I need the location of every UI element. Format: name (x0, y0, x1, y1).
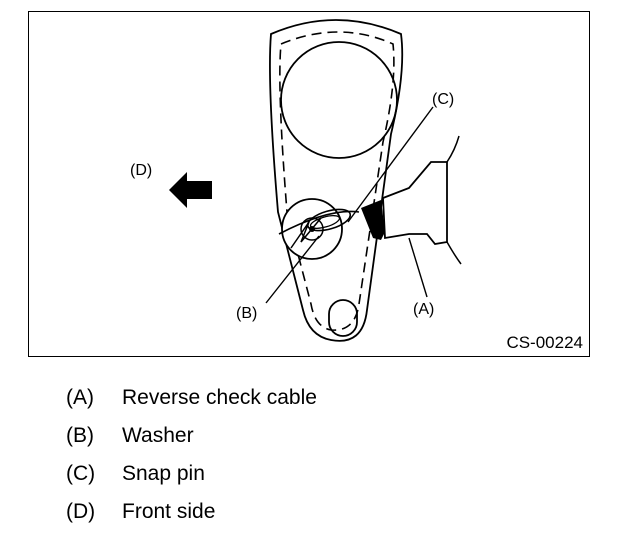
callout-c: (C) (432, 91, 455, 108)
diagram-frame: (C) (D) (B) (A) CS-00224 (28, 11, 590, 357)
legend-text: Reverse check cable (122, 386, 317, 409)
cable-body-edge-bottom (446, 241, 462, 265)
legend-text: Snap pin (122, 462, 205, 485)
legend-key: (C) (66, 462, 96, 485)
legend-text: Front side (122, 500, 216, 523)
snap-pin-end (290, 217, 322, 249)
snap-pin-leg (278, 210, 360, 235)
cable-housing (382, 161, 448, 245)
legend-key: (B) (66, 424, 94, 447)
callout-a: (A) (413, 301, 435, 318)
figure-code: CS-00224 (506, 333, 583, 352)
reverse-check-diagram (169, 19, 462, 342)
cable-end-body (361, 200, 385, 240)
leader-c (347, 106, 434, 223)
callout-d: (D) (130, 162, 153, 179)
legend-key: (A) (66, 386, 94, 409)
snap-pin-inner (309, 215, 341, 229)
pivot-circle (280, 41, 398, 159)
cable-body-edge-top (446, 135, 460, 163)
lever-plate (269, 19, 404, 342)
lever-dashed-contour (279, 31, 395, 331)
legend-key: (D) (66, 500, 96, 523)
leader-b (265, 235, 320, 304)
leader-a (408, 237, 428, 298)
callout-b: (B) (236, 305, 258, 322)
legend-text: Washer (122, 424, 194, 447)
lower-hole (328, 299, 358, 337)
front-arrow-icon (169, 172, 212, 208)
